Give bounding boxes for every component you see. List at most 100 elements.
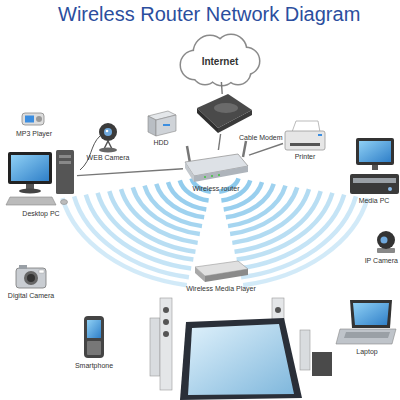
digital-camera <box>16 265 46 288</box>
laptop-part <box>344 332 390 338</box>
device-label: Media PC <box>359 197 390 205</box>
ip-camera-part <box>377 231 395 249</box>
home-theater <box>150 298 332 400</box>
home-theater-part <box>188 324 294 395</box>
media-pc-part <box>359 141 391 162</box>
web-camera-part <box>106 130 109 133</box>
wireless-router-part <box>204 176 206 178</box>
media-pc-part <box>350 174 399 194</box>
smartphone <box>84 316 104 358</box>
device-label: Printer <box>295 153 316 161</box>
wireless-router-part <box>194 166 248 182</box>
printer-part <box>290 143 320 146</box>
connector-line <box>249 144 283 156</box>
wireless-waves-part <box>167 140 263 210</box>
device-node: Wireless Media Player <box>193 260 249 283</box>
home-theater-part <box>300 330 310 370</box>
web-camera-part <box>99 148 117 153</box>
home-theater-part <box>160 298 172 390</box>
laptop-part <box>353 303 389 325</box>
wireless-media-player <box>195 261 248 282</box>
wireless-media-player-part <box>205 269 248 282</box>
desktop-pc-part <box>56 150 74 194</box>
smartphone-part <box>84 316 104 358</box>
wireless-waves-part <box>95 89 335 261</box>
printer-part <box>318 134 322 136</box>
wireless-router-part <box>243 141 246 157</box>
cable-modem-part <box>197 94 252 128</box>
smartphone-part <box>87 341 101 355</box>
web-camera-part <box>80 136 100 170</box>
device-label: Desktop PC <box>22 210 59 218</box>
media-pc-part <box>353 178 396 183</box>
wireless-waves-part <box>143 123 287 227</box>
device-node: Media PC <box>348 137 400 195</box>
device-node: Wireless router <box>183 150 249 183</box>
wireless-waves-part <box>71 71 359 279</box>
web-camera-part <box>99 123 117 141</box>
hdd <box>148 111 176 136</box>
connector-line <box>77 169 183 176</box>
device-label: HDD <box>153 139 168 147</box>
device-label: Smartphone <box>75 362 113 370</box>
hdd-part <box>163 124 170 126</box>
wireless-waves-part <box>119 106 311 244</box>
cable-modem-part <box>197 108 218 133</box>
wireless-waves-part <box>59 63 371 287</box>
home-theater-part <box>163 331 169 337</box>
home-theater-part <box>150 318 160 376</box>
diagram-title: Wireless Router Network Diagram <box>58 3 360 26</box>
desktop-pc-part <box>6 197 56 205</box>
media-pc-part <box>356 138 394 165</box>
wireless-router <box>185 141 248 182</box>
laptop <box>336 300 396 344</box>
desktop-pc-part <box>59 155 71 158</box>
cable-modem-part <box>218 110 252 133</box>
device-node: Smartphone <box>82 314 106 360</box>
mp3-player-part <box>25 116 34 123</box>
device-label: IP Camera <box>365 257 398 265</box>
desktop-pc-part <box>19 189 41 194</box>
desktop-pc-part <box>59 161 71 164</box>
device-label: Laptop <box>356 348 377 356</box>
wireless-router-part <box>185 162 194 182</box>
device-label: Wireless Media Player <box>186 285 256 293</box>
wireless-waves-part <box>83 80 347 270</box>
wireless-router-part <box>211 175 213 177</box>
home-theater-part <box>163 319 169 325</box>
device-node: Printer <box>283 121 327 151</box>
desktop-pc-part <box>8 152 52 184</box>
ip-camera-part <box>381 237 388 244</box>
home-theater-part <box>163 307 169 313</box>
smartphone-part <box>87 320 101 338</box>
wireless-waves-part <box>155 132 275 218</box>
printer-part <box>292 121 320 132</box>
laptop-part <box>350 300 392 328</box>
printer <box>285 121 325 150</box>
connector-line <box>218 134 220 150</box>
device-label: WEB Camera <box>87 154 130 162</box>
ip-camera <box>377 231 395 253</box>
digital-camera-part <box>19 265 27 269</box>
digital-camera-part <box>27 274 35 282</box>
device-label: Digital Camera <box>8 292 54 300</box>
web-camera <box>80 123 117 170</box>
device-label: Cable Modem <box>239 134 283 142</box>
wireless-router-part <box>218 174 220 176</box>
media-pc-part <box>388 187 392 191</box>
device-node: Internet <box>175 40 265 82</box>
wireless-router-part <box>187 146 190 163</box>
device-node: MP3 Player <box>20 110 48 128</box>
home-theater-part <box>275 307 281 313</box>
hdd-part <box>156 115 176 136</box>
device-label: Wireless router <box>192 185 239 193</box>
device-node: WEB Camera <box>95 122 121 152</box>
wireless-media-player-part <box>195 267 205 282</box>
home-theater-part <box>312 352 332 376</box>
device-node: HDD <box>145 110 177 137</box>
mp3-player-part <box>22 113 44 125</box>
digital-camera-part <box>24 271 38 285</box>
cable-modem <box>197 94 252 133</box>
